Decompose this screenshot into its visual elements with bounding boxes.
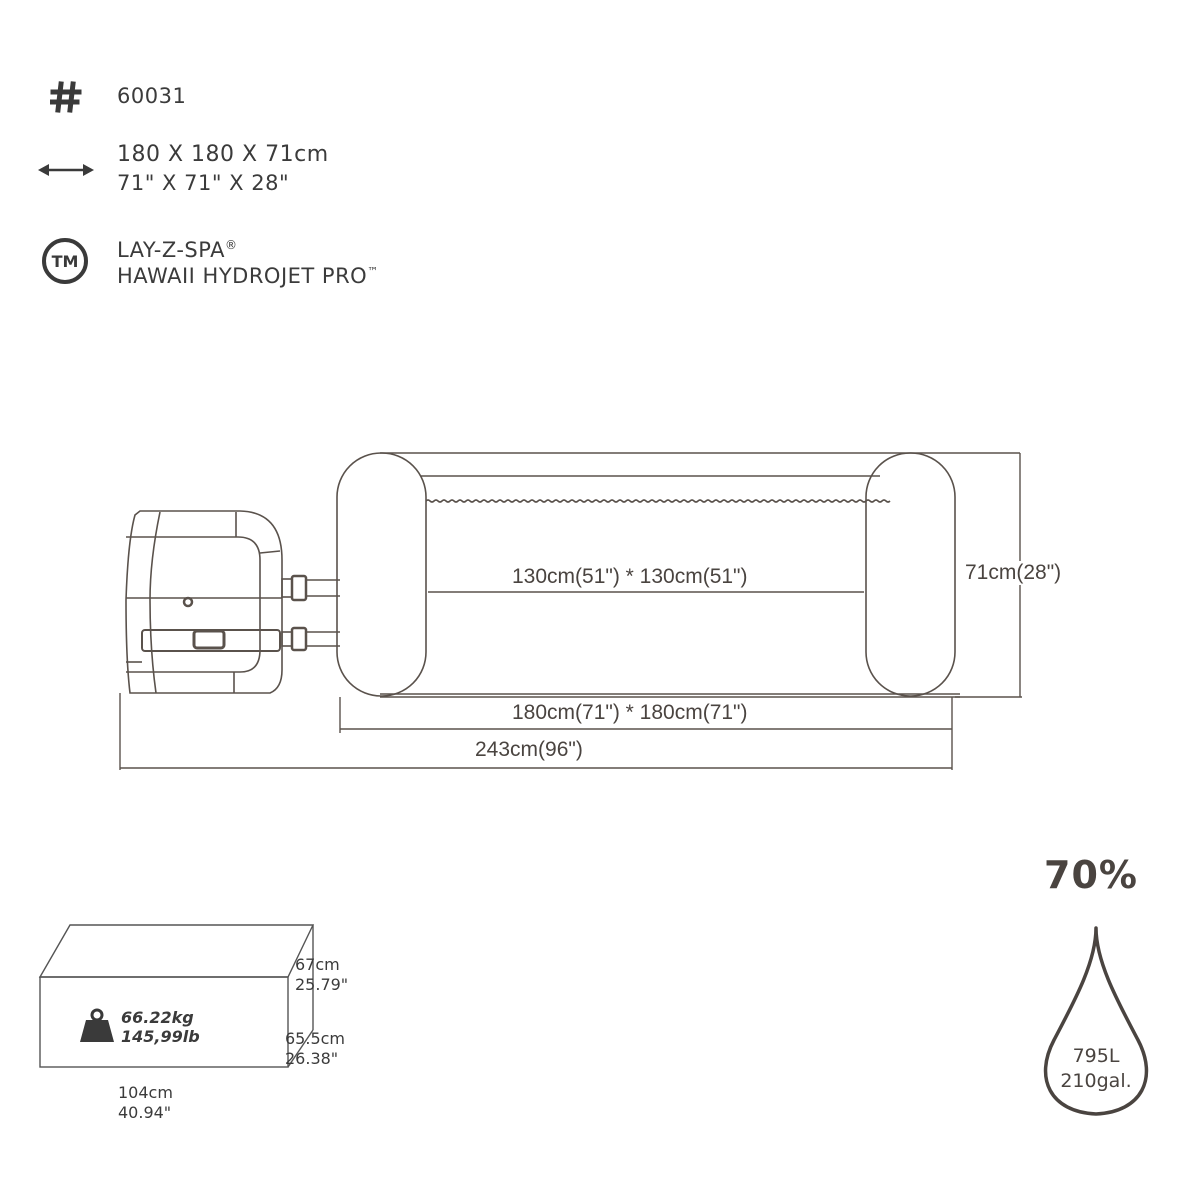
trademark-circle-icon: TM <box>42 238 88 284</box>
product-name: HAWAII HYDROJET PRO™ <box>117 259 379 289</box>
weight-kg: 66.22kg <box>121 1008 194 1027</box>
box-depth-in: 26.38" <box>285 1049 339 1068</box>
height-label: 71cm(28") <box>965 561 1062 585</box>
water-volume-gal: 210gal. <box>1060 1070 1132 1092</box>
box-depth-cm: 65.5cm <box>285 1029 346 1048</box>
fill-percentage: 70% <box>1044 853 1138 897</box>
inner-dimension-label: 130cm(51") * 130cm(51") <box>512 565 748 588</box>
box-width-cm: 104cm <box>118 1083 173 1102</box>
dimension-lines <box>119 453 1022 770</box>
outer-dimension-label: 180cm(71") * 180cm(71") <box>512 701 748 724</box>
spec-size-row: 180 X 180 X 71cm 71" X 71" X 28" <box>38 142 438 202</box>
size-metric: 180 X 180 X 71cm <box>117 142 329 167</box>
product-line2: HAWAII HYDROJET PRO <box>117 264 368 288</box>
registered-mark: ® <box>224 238 238 252</box>
weight-lb: 145,99lb <box>121 1027 200 1046</box>
water-drop-icon <box>1043 926 1149 1116</box>
box-width-in: 40.94" <box>118 1103 172 1122</box>
brand-name: LAY-Z-SPA® <box>117 232 237 263</box>
water-volume-l: 795L <box>1072 1045 1120 1067</box>
hose-connectors <box>281 574 340 652</box>
package-box-drawing <box>38 924 315 1068</box>
model-number: 60031 <box>117 84 187 108</box>
spa-body <box>336 452 1020 698</box>
brand-line1: LAY-Z-SPA <box>117 238 225 262</box>
svg-text:TM: TM <box>52 252 79 271</box>
pump-unit <box>125 510 283 694</box>
box-height-in: 25.79" <box>295 975 349 994</box>
weight-icon <box>80 1008 114 1042</box>
spec-model-row: 60031 <box>40 78 440 118</box>
hash-icon <box>50 81 82 113</box>
trademark-mark: ™ <box>367 265 379 278</box>
box-height-cm: 67cm <box>295 955 340 974</box>
total-length-label: 243cm(96") <box>475 738 583 761</box>
double-arrow-icon <box>38 164 94 176</box>
size-imperial: 71" X 71" X 28" <box>117 171 290 195</box>
spec-name-row: TM LAY-Z-SPA® HAWAII HYDROJET PRO™ <box>40 232 460 292</box>
